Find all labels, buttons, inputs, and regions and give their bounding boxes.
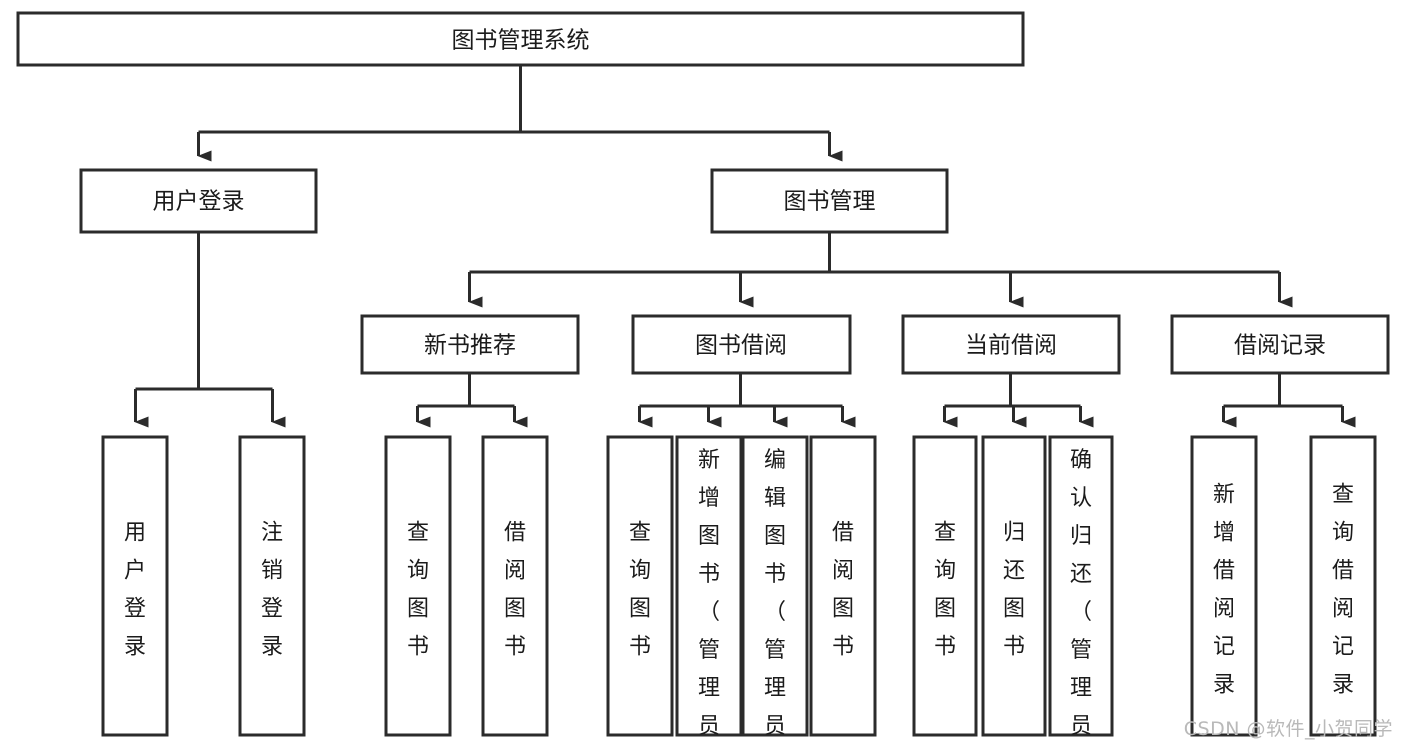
node-leaf-add-book-admin[interactable]: 新增图书（管理员） [675,435,743,747]
leaf-add-book-admin-label: 新增图书（管理员） [698,448,720,747]
leaf-edit-book-admin-box[interactable] [741,435,809,737]
leaf-add-borrow-record-box[interactable] [1190,435,1258,737]
leaf-borrow-book-recommend-box[interactable] [481,435,549,737]
leaf-query-borrow-record-label: 查询借阅记录 [1332,483,1354,698]
current-borrow-label: 当前借阅 [965,333,1057,359]
book-borrow-label: 图书借阅 [695,333,787,359]
leaf-node-layer: 用户登录 注销登录 查询图书 借阅图书 查询图书 新增图书（管理员） 编辑图书（管理员） 借阅… [101,435,1377,747]
node-leaf-query-book-current[interactable]: 查询图书 [912,435,978,737]
leaf-user-login-label: 用户登录 [124,521,146,660]
node-current-borrow[interactable]: 当前借阅 [901,314,1121,375]
borrow-records-label: 借阅记录 [1234,333,1326,359]
connector-recommend-to-leaves [416,373,528,428]
connector-userlogin-to-leaves [134,232,286,428]
connector-root-to-level2 [197,65,843,162]
connector-layer [134,65,1356,428]
node-leaf-logout-login[interactable]: 注销登录 [238,435,306,737]
node-leaf-user-login[interactable]: 用户登录 [101,435,169,737]
leaf-user-login-box[interactable] [101,435,169,737]
node-borrow-records[interactable]: 借阅记录 [1170,314,1390,375]
node-leaf-return-book[interactable]: 归还图书 [981,435,1047,737]
node-new-book-recommend[interactable]: 新书推荐 [360,314,580,375]
leaf-query-book-recommend-label: 查询图书 [407,521,429,660]
leaf-confirm-return-admin-box[interactable] [1048,435,1114,737]
leaf-borrow-book-box[interactable] [809,435,877,737]
leaf-query-book-borrow-label: 查询图书 [629,521,651,660]
leaf-query-borrow-record-box[interactable] [1309,435,1377,737]
leaf-query-book-current-box[interactable] [912,435,978,737]
leaf-query-book-current-label: 查询图书 [934,521,956,660]
connector-current-to-leaves [943,373,1094,428]
node-book-management[interactable]: 图书管理 [710,168,949,234]
node-book-borrow[interactable]: 图书借阅 [631,314,852,375]
book-management-label: 图书管理 [784,189,876,215]
node-leaf-borrow-book[interactable]: 借阅图书 [809,435,877,737]
node-leaf-query-borrow-record[interactable]: 查询借阅记录 [1309,435,1377,737]
node-root[interactable]: 图书管理系统 [16,11,1025,67]
leaf-borrow-book-recommend-label: 借阅图书 [504,521,526,660]
leaf-logout-login-box[interactable] [238,435,306,737]
connector-records-to-leaves [1222,373,1356,428]
book-management-box[interactable] [710,168,949,234]
leaf-add-book-admin-box[interactable] [675,435,743,737]
leaf-query-book-recommend-box[interactable] [384,435,452,737]
leaf-borrow-book-label: 借阅图书 [832,521,854,660]
node-leaf-edit-book-admin[interactable]: 编辑图书（管理员） [741,435,809,747]
node-leaf-query-book-recommend[interactable]: 查询图书 [384,435,452,737]
leaf-add-borrow-record-label: 新增借阅记录 [1213,483,1235,698]
node-leaf-query-book-borrow[interactable]: 查询图书 [606,435,674,737]
leaf-query-book-borrow-box[interactable] [606,435,674,737]
current-borrow-box[interactable] [901,314,1121,375]
book-borrow-box[interactable] [631,314,852,375]
leaf-return-book-label: 归还图书 [1003,521,1025,660]
user-login-label: 用户登录 [153,189,245,215]
connector-borrow-to-leaves [638,373,856,428]
watermark: CSDN @软件_小贺同学 [1183,718,1393,740]
leaf-return-book-box[interactable] [981,435,1047,737]
borrow-records-box[interactable] [1170,314,1390,375]
user-login-box[interactable] [79,168,318,234]
node-leaf-confirm-return-admin[interactable]: 确认归还（管理员） [1048,435,1114,747]
leaf-confirm-return-admin-label: 确认归还（管理员） [1070,448,1092,747]
new-book-recommend-label: 新书推荐 [424,333,516,359]
root-label: 图书管理系统 [452,28,590,54]
node-leaf-add-borrow-record[interactable]: 新增借阅记录 [1190,435,1258,737]
leaf-logout-login-label: 注销登录 [261,521,283,660]
node-user-login[interactable]: 用户登录 [79,168,318,234]
new-book-recommend-box[interactable] [360,314,580,375]
connector-bookmgmt-to-level3 [468,232,1293,308]
node-leaf-borrow-book-recommend[interactable]: 借阅图书 [481,435,549,737]
root-box[interactable] [16,11,1025,67]
leaf-edit-book-admin-label: 编辑图书（管理员） [764,448,786,747]
